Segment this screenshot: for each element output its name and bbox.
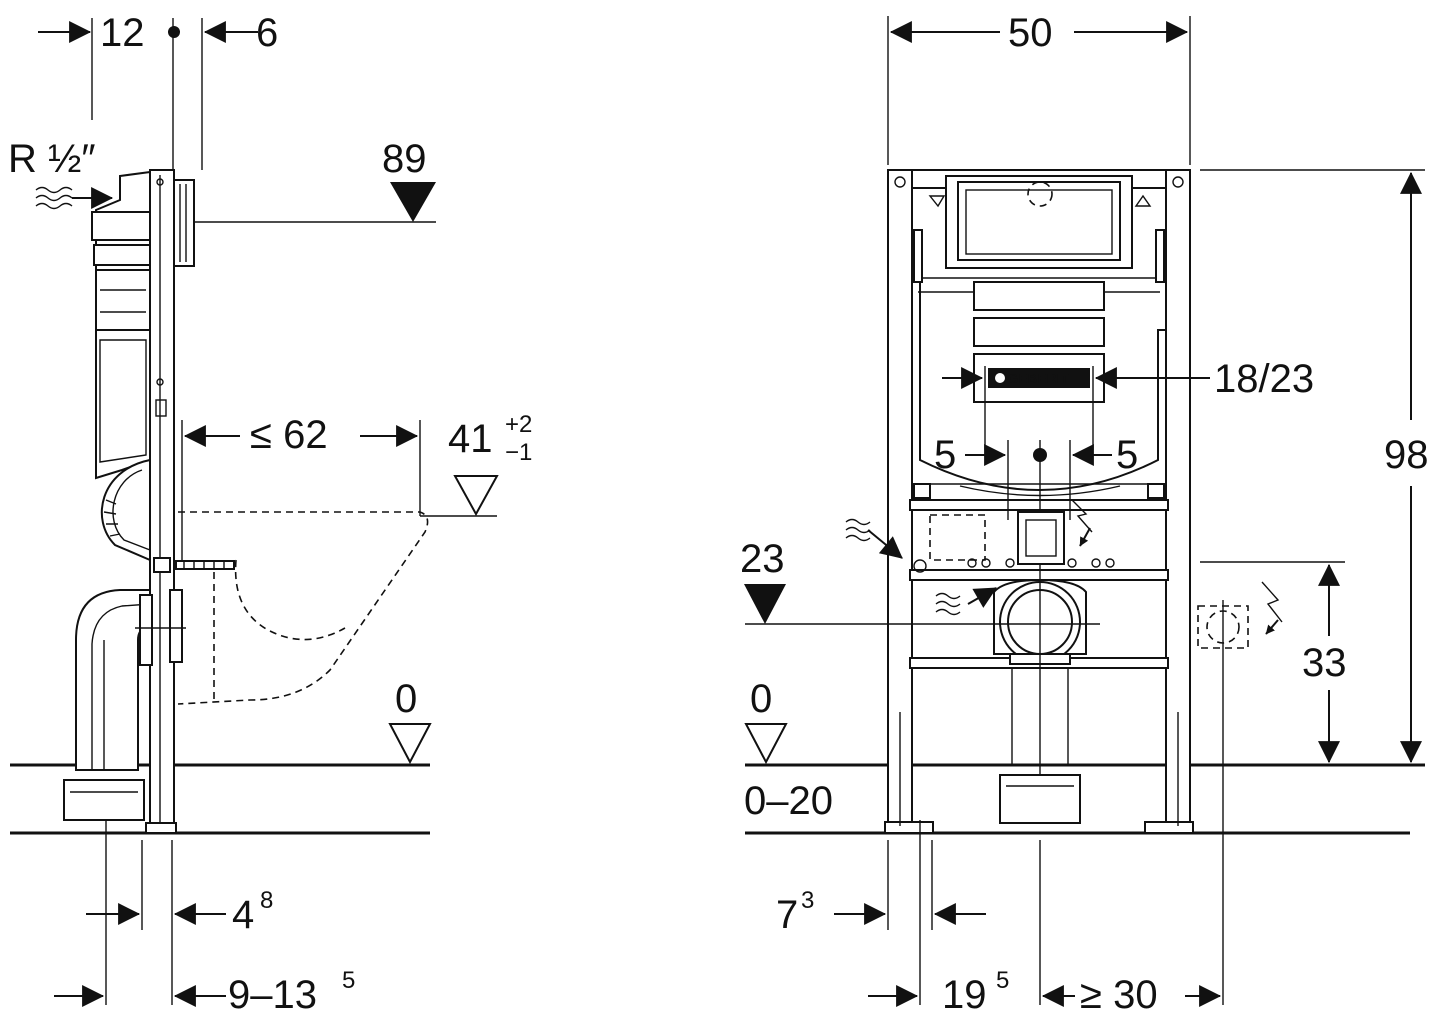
electrical-supply-icon [1261,581,1283,623]
brand-logo: GEBERIT [988,368,1090,388]
seat-height-tol-minus: −1 [505,439,532,466]
dim-top-left-label: 12 [100,11,145,55]
cistern [91,170,151,561]
fixing-bolt [153,557,235,573]
axis-point-icon [168,26,180,38]
dim-bottom-inner-sup: 8 [260,887,273,914]
level-triangle-icon [744,584,786,624]
level-floor-side-label: 0 [395,677,417,721]
frame-upright [145,169,177,834]
water-inlet: R ½″ [8,137,114,210]
dim-projection: ≤ 62 [181,413,421,560]
offset-left-label: 5 [934,433,956,477]
dim-center-sup: 5 [996,967,1009,994]
cistern-front [911,175,1167,499]
dim-bottom-side: 4 8 9–13 5 [54,820,355,1015]
dim-socket-height: 33 [1200,561,1347,764]
dim-offsets: 5 5 [934,433,1138,600]
dim-foot-sup: 3 [801,887,814,914]
water-inlet-front [845,518,997,616]
dim-bottom-outer-label: 9–13 [228,973,317,1015]
water-inlet-icon [935,592,961,616]
waste-socket [993,578,1087,824]
front-view: 50 [740,11,1429,1015]
floor-range-label: 0–20 [744,779,833,823]
dim-height-label: 98 [1384,433,1429,477]
level-top-label: 89 [382,137,427,181]
level-triangle-icon [744,723,788,765]
seat-height-tol-plus: +2 [505,411,532,438]
water-inlet-icon [35,186,73,210]
level-inlet: 23 [740,537,1100,625]
dim-center-label: 19 [942,973,987,1015]
drain-pipe [63,589,186,821]
dim-flush-plate: 18/23 [942,357,1314,450]
brand-plate [988,368,1090,388]
level-inlet-label: 23 [740,537,785,581]
offset-right-label: 5 [1116,433,1138,477]
dim-socket-offset-label: ≥ 30 [1080,973,1158,1015]
fittings-row [913,499,1115,573]
level-top: 89 [190,137,436,223]
dim-projection-label: ≤ 62 [250,413,328,457]
dim-top-left: 12 6 [38,11,278,170]
water-inlet-icon [845,518,871,542]
seat-height: 41 +2 −1 [420,411,532,517]
flush-plate-side [173,179,195,267]
dim-foot-label: 7 [776,893,798,937]
side-view: 12 6 R ½″ 89 [8,11,532,1015]
dim-height: 98 [1200,169,1429,764]
dim-bottom-front: 7 3 19 5 ≥ 30 [776,820,1222,1015]
dim-bottom-inner-label: 4 [232,893,254,937]
level-triangle-icon [390,182,436,222]
dim-flush-plate-label: 18/23 [1214,357,1314,401]
level-triangle-icon [453,475,499,517]
thread-label: R ½″ [8,137,96,181]
dim-width-label: 50 [1008,11,1053,55]
level-floor-side: 0 [388,677,432,765]
dim-top-right-label: 6 [256,11,278,55]
level-floor-front-label: 0 [750,677,772,721]
dim-bottom-outer-sup: 5 [342,967,355,994]
axis-point-icon [1033,448,1047,462]
socket-box [1197,581,1283,1005]
level-triangle-icon [388,723,432,765]
level-floor-front: 0 0–20 [744,677,833,823]
dim-socket-height-label: 33 [1302,641,1347,685]
dim-width: 50 [887,11,1191,165]
electrical-supply-icon [1071,499,1093,533]
seat-height-label: 41 [448,417,493,461]
wc-bowl [177,511,429,705]
brand-name: GEBERIT [1008,371,1069,386]
